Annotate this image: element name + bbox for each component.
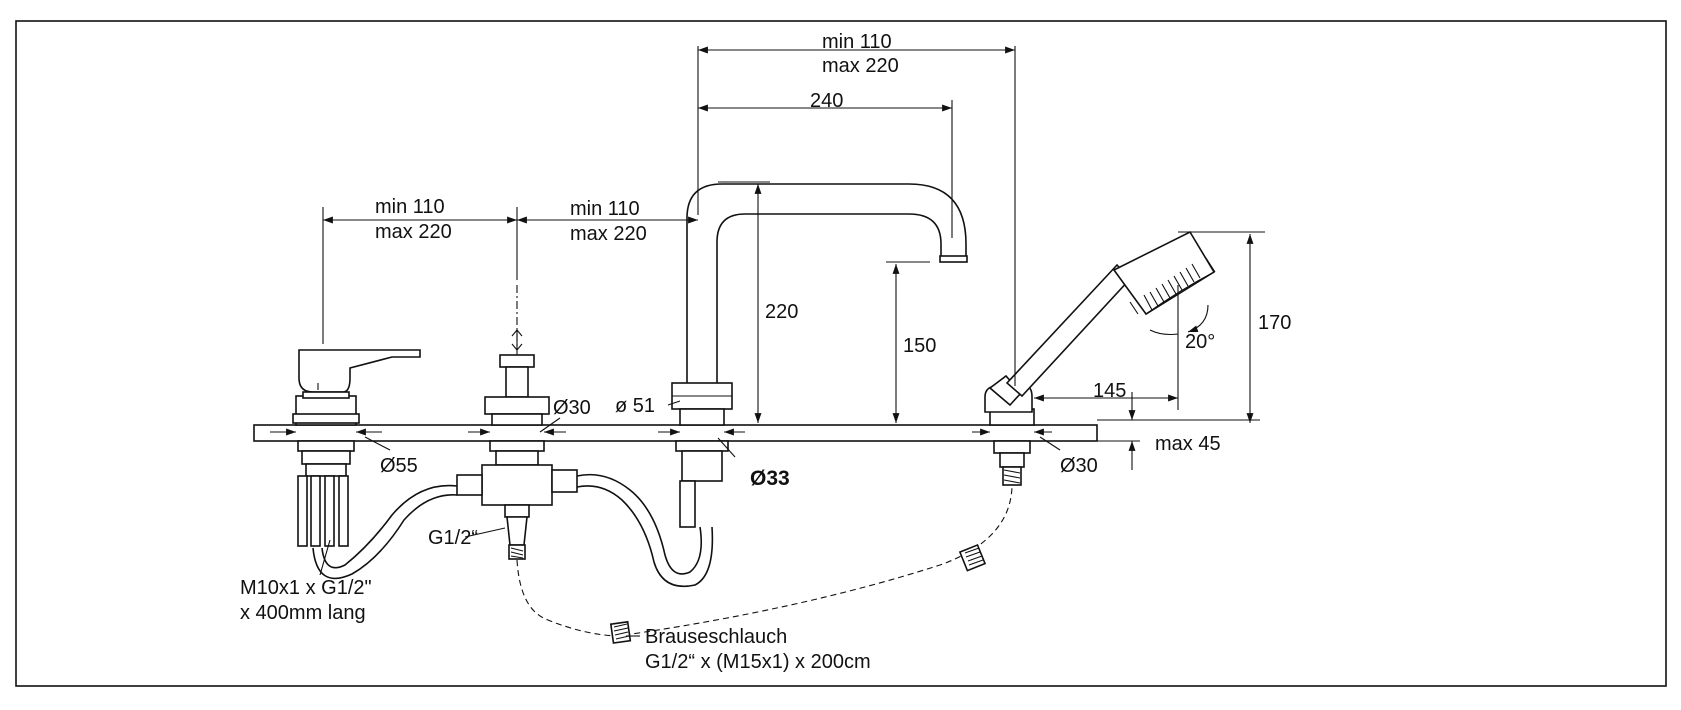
single-lever-mixer xyxy=(292,349,421,547)
dim-outlet-height: 150 xyxy=(903,335,936,357)
bath-spout xyxy=(671,183,968,528)
dim-diverter-dia: Ø30 xyxy=(553,397,591,419)
dim-spout-height: 220 xyxy=(765,301,798,323)
deck-plate xyxy=(253,424,1098,442)
dim-max-thickness: max 45 xyxy=(1155,433,1221,455)
dim-mid-spacing-min: min 110 xyxy=(570,198,640,220)
dim-spout-hole-dia: Ø33 xyxy=(750,467,790,490)
label-shower-hose-1: Brauseschlauch xyxy=(645,626,787,648)
dim-spout-reach-min: min 110 xyxy=(822,31,892,53)
label-shower-hose-2: G1/2“ x (M15x1) x 200cm xyxy=(645,651,871,673)
hose-coupling-right xyxy=(958,543,987,572)
dim-shower-angle: 20° xyxy=(1185,331,1215,353)
dim-spout-length: 240 xyxy=(810,90,843,112)
dim-mixer-dia: Ø55 xyxy=(380,455,418,477)
hose-coupling-left xyxy=(609,620,632,644)
dim-spout-reach-max: max 220 xyxy=(822,55,899,77)
dim-left-spacing-max: max 220 xyxy=(375,221,452,243)
dim-shower-dia: Ø30 xyxy=(1060,455,1098,477)
drawing-frame xyxy=(15,20,1667,687)
shower-hose-path xyxy=(516,486,1013,637)
dimension-lines xyxy=(270,46,1265,637)
diverter-valve xyxy=(456,285,578,560)
dim-spout-base-dia: ø 51 xyxy=(615,395,655,417)
dim-mid-spacing-max: max 220 xyxy=(570,223,647,245)
label-connection-hoses-1: M10x1 x G1/2" xyxy=(240,577,372,599)
dim-shower-offset: 145 xyxy=(1093,380,1126,402)
hand-shower xyxy=(984,230,1216,486)
dim-shower-height: 170 xyxy=(1258,312,1291,334)
label-thread: G1/2“ xyxy=(428,527,478,549)
connection-hoses xyxy=(312,473,714,587)
label-connection-hoses-2: x 400mm lang xyxy=(240,602,366,624)
dim-left-spacing-min: min 110 xyxy=(375,196,445,218)
